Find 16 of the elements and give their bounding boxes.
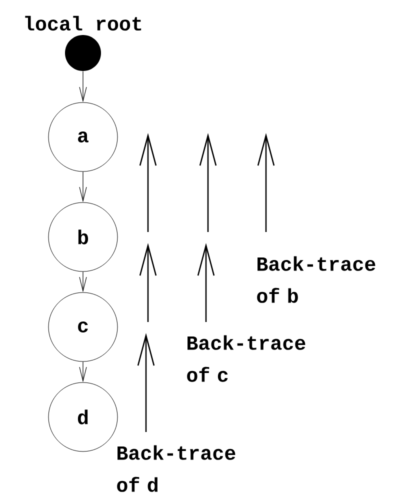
root-node: local root: [25, 16, 142, 71]
arrow: [257, 133, 275, 232]
arrow: [197, 243, 215, 322]
arrow: [137, 333, 155, 432]
tree-node: d: [48, 382, 118, 452]
tree-node: b: [48, 202, 118, 272]
arrow: [79, 361, 87, 382]
trace-label: Back-trace of c: [187, 335, 306, 382]
arrow: [79, 171, 87, 202]
trace-label: Back-trace of d: [117, 445, 236, 492]
node-label: local root: [25, 16, 142, 31]
trace-label: Back-trace of b: [257, 256, 376, 303]
arrow: [79, 70, 87, 102]
arrow: [79, 271, 87, 292]
tree-node: a: [48, 102, 118, 172]
tree-node: c: [48, 292, 118, 362]
